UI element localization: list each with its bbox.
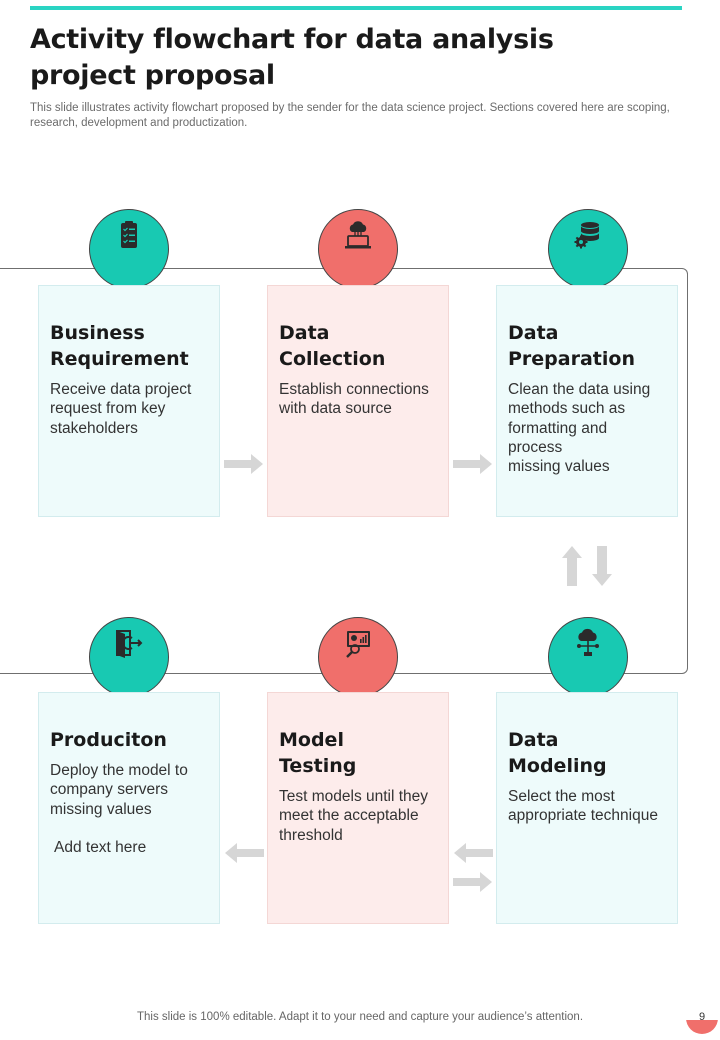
step-description: Clean the data using methods such as for… [508, 381, 651, 476]
cloud-laptop-icon [318, 209, 398, 289]
step-card-data-preparation: Data Preparation Clean the data using me… [496, 285, 678, 517]
cloud-laptop-icon-glyph [345, 221, 371, 249]
arrow-left-icon [225, 843, 264, 863]
page-number-badge [686, 1002, 718, 1034]
checklist-icon [89, 209, 169, 289]
step-description: Receive data project request from key st… [50, 381, 192, 437]
step-card-business-requirement: Business Requirement Receive data projec… [38, 285, 220, 517]
step-title: Business Requirement [50, 322, 189, 370]
step-title: Data Collection [279, 322, 386, 370]
page-number: 9 [698, 1011, 706, 1023]
step-description: Test models until they meet the acceptab… [279, 788, 429, 844]
placeholder-text[interactable]: Add text here [54, 838, 147, 856]
top-accent-bar [30, 6, 682, 10]
step-card-data-collection: Data Collection Establish connections wi… [267, 285, 449, 517]
arrow-left-icon [454, 843, 493, 863]
step-description: Establish connections with data source [279, 381, 429, 418]
database-gear-icon [548, 209, 628, 289]
arrow-right-icon [224, 454, 263, 474]
page-title: Activity flowchart for data analysis pro… [30, 24, 554, 91]
step-title: Data Preparation [508, 322, 635, 370]
arrow-right-icon [453, 454, 492, 474]
step-card-model-testing: Model Testing Test models until they mee… [267, 692, 449, 924]
page-subtitle: This slide illustrates activity flowchar… [30, 102, 670, 129]
footer-note: This slide is 100% editable. Adapt it to… [136, 1011, 584, 1023]
step-card-production: Produciton Deploy the model to company s… [38, 692, 220, 924]
database-gear-icon-glyph [574, 222, 599, 249]
step-title: Produciton [50, 729, 167, 751]
arrow-up-down-icon [562, 546, 612, 586]
exit-door-icon-glyph [116, 630, 143, 658]
step-description: Select the most appropriate technique [508, 788, 658, 825]
chart-magnifier-icon [318, 617, 398, 697]
step-title: Data Modeling [508, 729, 607, 777]
chart-magnifier-icon-glyph [346, 631, 370, 658]
exit-door-icon [89, 617, 169, 697]
cloud-network-icon [548, 617, 628, 697]
cloud-network-icon-glyph [577, 628, 599, 656]
arrow-right-icon [453, 872, 492, 892]
step-card-data-modeling: Data Modeling Select the most appropriat… [496, 692, 678, 924]
step-description: Deploy the model to company servers miss… [50, 762, 188, 818]
checklist-icon-glyph [121, 221, 137, 248]
step-title: Model Testing [279, 729, 357, 777]
